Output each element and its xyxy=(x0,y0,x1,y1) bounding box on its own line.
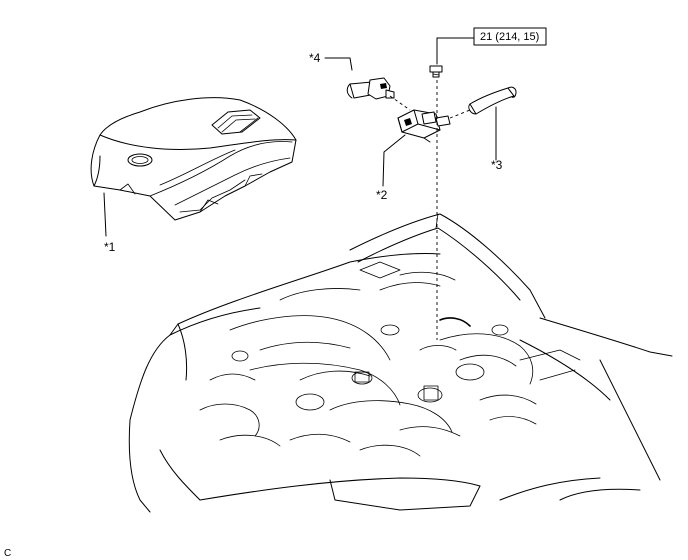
torque-box xyxy=(473,27,547,46)
torque-spec: 21 (214, 15) xyxy=(480,31,539,43)
bolt-illustration xyxy=(429,65,443,78)
engine-cover-illustration xyxy=(90,97,297,221)
callout-part3: *3 xyxy=(491,158,503,172)
figure-code: C xyxy=(4,548,11,559)
callout-part1: *1 xyxy=(104,240,116,254)
leader-line-part2 xyxy=(382,134,406,187)
leader-line-part4 xyxy=(324,57,353,71)
hose-illustration xyxy=(468,86,517,115)
engine-compartment-illustration xyxy=(128,213,673,513)
leader-line-torque xyxy=(436,37,475,65)
valve-illustration xyxy=(397,109,451,143)
hose-connector-illustration xyxy=(346,77,395,100)
leader-line-part1 xyxy=(103,192,107,237)
callout-part2: *2 xyxy=(376,188,388,202)
callout-part4: *4 xyxy=(309,51,321,65)
